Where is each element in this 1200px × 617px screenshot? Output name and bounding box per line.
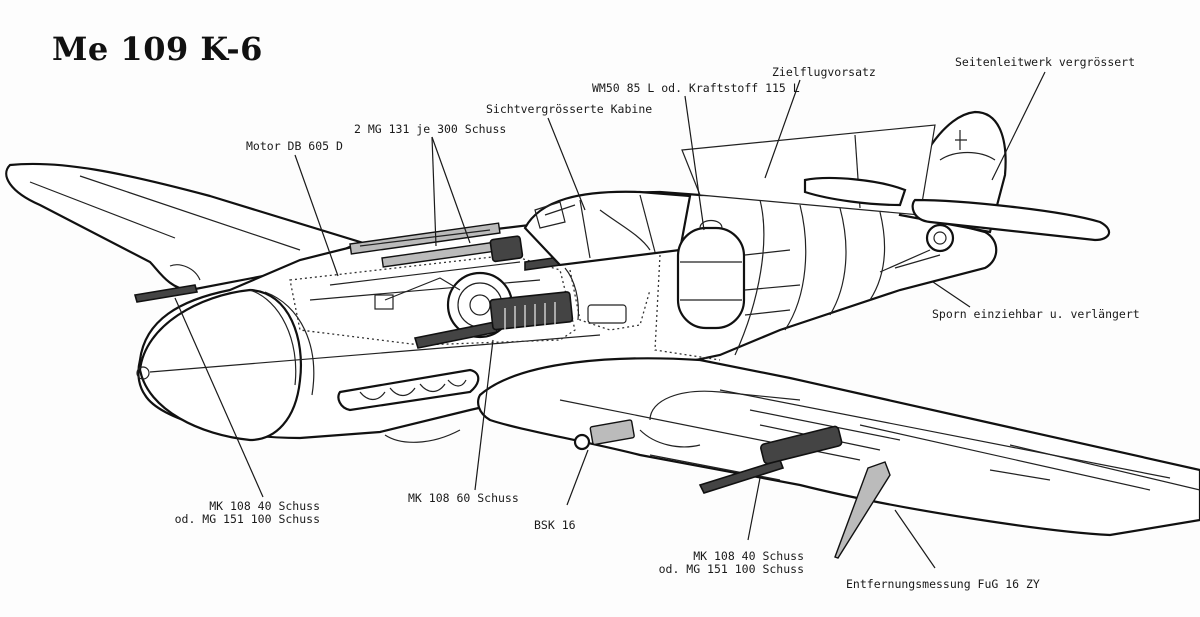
fuel-tank (676, 219, 746, 330)
exhaust-stacks (337, 368, 480, 412)
label-seitenleitwerk: Seitenleitwerk vergrössert (955, 55, 1136, 69)
label-mk108-wing-1: MK 108 40 Schuss (693, 549, 804, 563)
diagram-title: Me 109 K-6 (52, 30, 263, 68)
horizontal-stabilizer-near (911, 198, 1111, 242)
label-sporn: Sporn einziehbar u. verlängert (932, 307, 1140, 321)
label-fuel: WM50 85 L od. Kraftstoff 115 L (592, 81, 800, 95)
fug16-antenna (834, 461, 891, 559)
label-mk108-60: MK 108 60 Schuss (408, 491, 519, 505)
cockpit-canopy (523, 190, 692, 267)
spinner (138, 288, 302, 442)
label-cabin: Sichtvergrösserte Kabine (486, 102, 653, 116)
far-wing-gun (133, 284, 199, 303)
label-zielflug: Zielflugvorsatz (772, 65, 876, 79)
label-bsk16: BSK 16 (534, 518, 576, 532)
label-fug16: Entfernungsmessung FuG 16 ZY (846, 577, 1040, 591)
label-mk108-nose-1: MK 108 40 Schuss (209, 499, 320, 513)
label-mk108-nose-2: od. MG 151 100 Schuss (174, 512, 320, 526)
horizontal-stabilizer-far (803, 176, 907, 207)
mk108-engine-cannon (413, 291, 574, 349)
mg131-guns (349, 222, 561, 271)
label-mk108-wing-2: od. MG 151 100 Schuss (658, 562, 804, 576)
label-motor: Motor DB 605 D (246, 139, 343, 153)
wing-cannon (698, 425, 843, 494)
leader-lines (174, 71, 1046, 569)
label-mg131: 2 MG 131 je 300 Schuss (354, 122, 507, 136)
tail-wheel (879, 223, 955, 273)
bsk16-camera (573, 419, 635, 451)
